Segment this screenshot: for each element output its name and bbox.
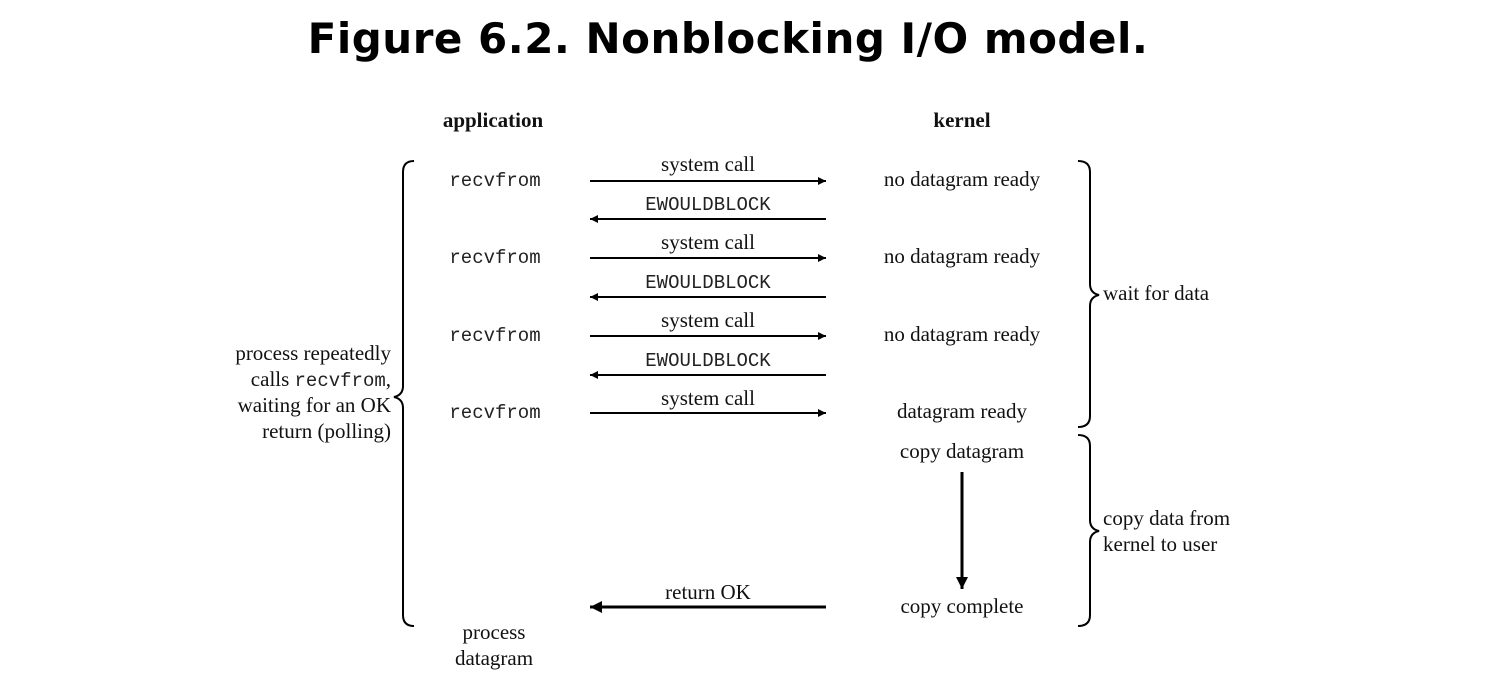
process-datagram-line-1: process	[463, 620, 526, 644]
left-brace	[393, 160, 415, 627]
ewouldblock-label-2: EWOULDBLOCK	[645, 272, 771, 294]
kernel-header: kernel	[933, 108, 990, 132]
copy-data-label-line-2: kernel to user	[1103, 532, 1217, 556]
recvfrom-label-2: recvfrom	[449, 247, 540, 269]
left-note-line-3: waiting for an OK	[238, 393, 391, 417]
kernel-status-3: no datagram ready	[884, 322, 1041, 346]
kernel-status-4: datagram ready	[897, 399, 1028, 423]
copy-data-label-line-1: copy data from	[1103, 506, 1230, 530]
application-header: application	[443, 108, 544, 132]
copy-datagram-label: copy datagram	[900, 439, 1024, 463]
system-call-label-3: system call	[661, 308, 755, 332]
return-ok-label: return OK	[665, 580, 751, 604]
recvfrom-label-3: recvfrom	[449, 325, 540, 347]
wait-for-data-label: wait for data	[1103, 281, 1210, 305]
figure-title: Figure 6.2. Nonblocking I/O model.	[307, 14, 1149, 63]
recvfrom-label-4: recvfrom	[449, 402, 540, 424]
left-note-line-1: process repeatedly	[235, 341, 391, 365]
copy-phase-brace	[1077, 434, 1100, 627]
copy-complete-label: copy complete	[900, 594, 1023, 618]
kernel-status-1: no datagram ready	[884, 167, 1041, 191]
process-datagram-line-2: datagram	[455, 646, 533, 670]
wait-phase-brace	[1077, 160, 1100, 428]
system-call-label-4: system call	[661, 386, 755, 410]
recvfrom-label-1: recvfrom	[449, 170, 540, 192]
system-call-label-2: system call	[661, 230, 755, 254]
kernel-status-2: no datagram ready	[884, 244, 1041, 268]
system-call-label-1: system call	[661, 152, 755, 176]
ewouldblock-label-1: EWOULDBLOCK	[645, 194, 771, 216]
left-note-line-4: return (polling)	[262, 419, 391, 443]
ewouldblock-label-3: EWOULDBLOCK	[645, 350, 771, 372]
left-note-line-2: calls recvfrom,	[251, 367, 391, 392]
